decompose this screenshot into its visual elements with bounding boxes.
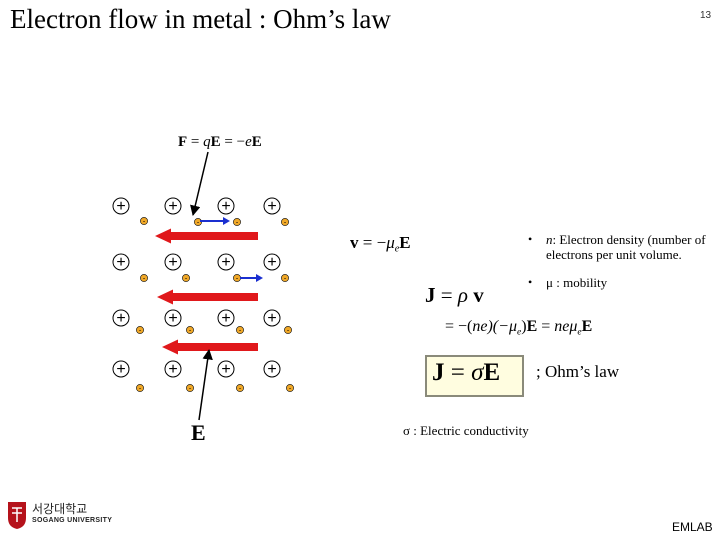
- ion-1-2: +: [217, 253, 235, 271]
- electron-15: -: [286, 384, 294, 393]
- field-arrow: [198, 348, 213, 421]
- electron-6: -: [233, 274, 241, 283]
- svg-text:-: -: [143, 276, 146, 283]
- ion-0-3: +: [263, 197, 281, 215]
- electron-velocity-arrow-1: [200, 217, 230, 225]
- svg-text:+: +: [116, 254, 125, 271]
- svg-text:+: +: [267, 361, 276, 378]
- university-logo: 서강대학교 SOGANG UNIVERSITY: [5, 500, 113, 530]
- ion-1-0: +: [112, 253, 130, 271]
- bullet-electron-density: n: Electron density (number of electrons…: [528, 232, 713, 262]
- svg-text:+: +: [221, 198, 230, 215]
- ion-3-3: +: [263, 360, 281, 378]
- emlab-label: EMLAB: [672, 520, 713, 534]
- svg-text:-: -: [284, 276, 287, 283]
- current-density-equation: J = ρ v: [425, 283, 484, 307]
- velocity-equation: v = −μeE: [350, 233, 411, 255]
- svg-text:+: +: [116, 310, 125, 327]
- force-equation: F = qE = −eE: [178, 134, 262, 150]
- svg-text:+: +: [267, 310, 276, 327]
- svg-text:-: -: [289, 386, 292, 393]
- svg-text:-: -: [139, 328, 142, 335]
- page-number: 13: [700, 10, 712, 21]
- svg-text:+: +: [267, 198, 276, 215]
- electron-2: -: [233, 218, 241, 227]
- bullet-mobility: μ : mobility: [528, 275, 713, 290]
- svg-text:-: -: [197, 220, 200, 227]
- svg-text:+: +: [116, 198, 125, 215]
- ion-0-0: +: [112, 197, 130, 215]
- electron-4: -: [140, 274, 148, 283]
- ohms-law-equation: J = σE: [432, 359, 501, 386]
- svg-text:+: +: [267, 254, 276, 271]
- ion-2-2: +: [217, 309, 235, 327]
- electron-5: -: [182, 274, 190, 283]
- logo-korean-text: 서강대학교: [32, 502, 88, 516]
- electron-8: -: [136, 326, 144, 335]
- ion-1-1: +: [164, 253, 182, 271]
- ion-3-0: +: [112, 360, 130, 378]
- ohms-law-label: ; Ohm’s law: [536, 362, 620, 381]
- drift-arrow-3: [162, 339, 258, 355]
- svg-text:-: -: [143, 219, 146, 226]
- svg-text:+: +: [221, 254, 230, 271]
- electron-11: -: [284, 326, 292, 335]
- logo-english-text: SOGANG UNIVERSITY: [32, 517, 113, 524]
- ohms-law-box: [425, 355, 524, 397]
- electron-0: -: [140, 217, 148, 226]
- drift-arrow-2: [157, 289, 258, 305]
- svg-text:-: -: [189, 328, 192, 335]
- ion-2-0: +: [112, 309, 130, 327]
- svg-text:+: +: [116, 361, 125, 378]
- ion-1-3: +: [263, 253, 281, 271]
- ion-2-3: +: [263, 309, 281, 327]
- svg-text:+: +: [168, 198, 177, 215]
- svg-text:+: +: [168, 254, 177, 271]
- svg-text:-: -: [284, 220, 287, 227]
- electron-13: -: [186, 384, 194, 393]
- svg-text:+: +: [221, 361, 230, 378]
- ion-0-2: +: [217, 197, 235, 215]
- svg-text:+: +: [168, 310, 177, 327]
- electron-10: -: [236, 326, 244, 335]
- conductivity-definition: σ : Electric conductivity: [403, 423, 529, 438]
- electron-9: -: [186, 326, 194, 335]
- electron-velocity-arrow-2: [240, 274, 263, 282]
- electron-12: -: [136, 384, 144, 393]
- ion-2-1: +: [164, 309, 182, 327]
- svg-text:-: -: [139, 386, 142, 393]
- svg-text:-: -: [287, 328, 290, 335]
- svg-text:-: -: [236, 276, 239, 283]
- field-label: E: [191, 420, 206, 445]
- svg-text:-: -: [185, 276, 188, 283]
- svg-text:+: +: [221, 310, 230, 327]
- ion-0-1: +: [164, 197, 182, 215]
- drift-arrow-1: [155, 228, 258, 244]
- svg-text:+: +: [168, 361, 177, 378]
- svg-text:-: -: [189, 386, 192, 393]
- svg-text:-: -: [239, 328, 242, 335]
- svg-text:-: -: [236, 220, 239, 227]
- bullet-notes: n: Electron density (number of electrons…: [528, 232, 713, 290]
- svg-text:-: -: [239, 386, 242, 393]
- ion-3-2: +: [217, 360, 235, 378]
- electron-1: -: [194, 218, 202, 227]
- ion-3-1: +: [164, 360, 182, 378]
- slide-title: Electron flow in metal : Ohm’s law: [10, 4, 391, 34]
- electron-14: -: [236, 384, 244, 393]
- expanded-equation: = −(ne)(−μe)E = neμeE: [445, 318, 593, 338]
- electron-7: -: [281, 274, 289, 283]
- force-pointer-line: [190, 151, 209, 217]
- electron-3: -: [281, 218, 289, 227]
